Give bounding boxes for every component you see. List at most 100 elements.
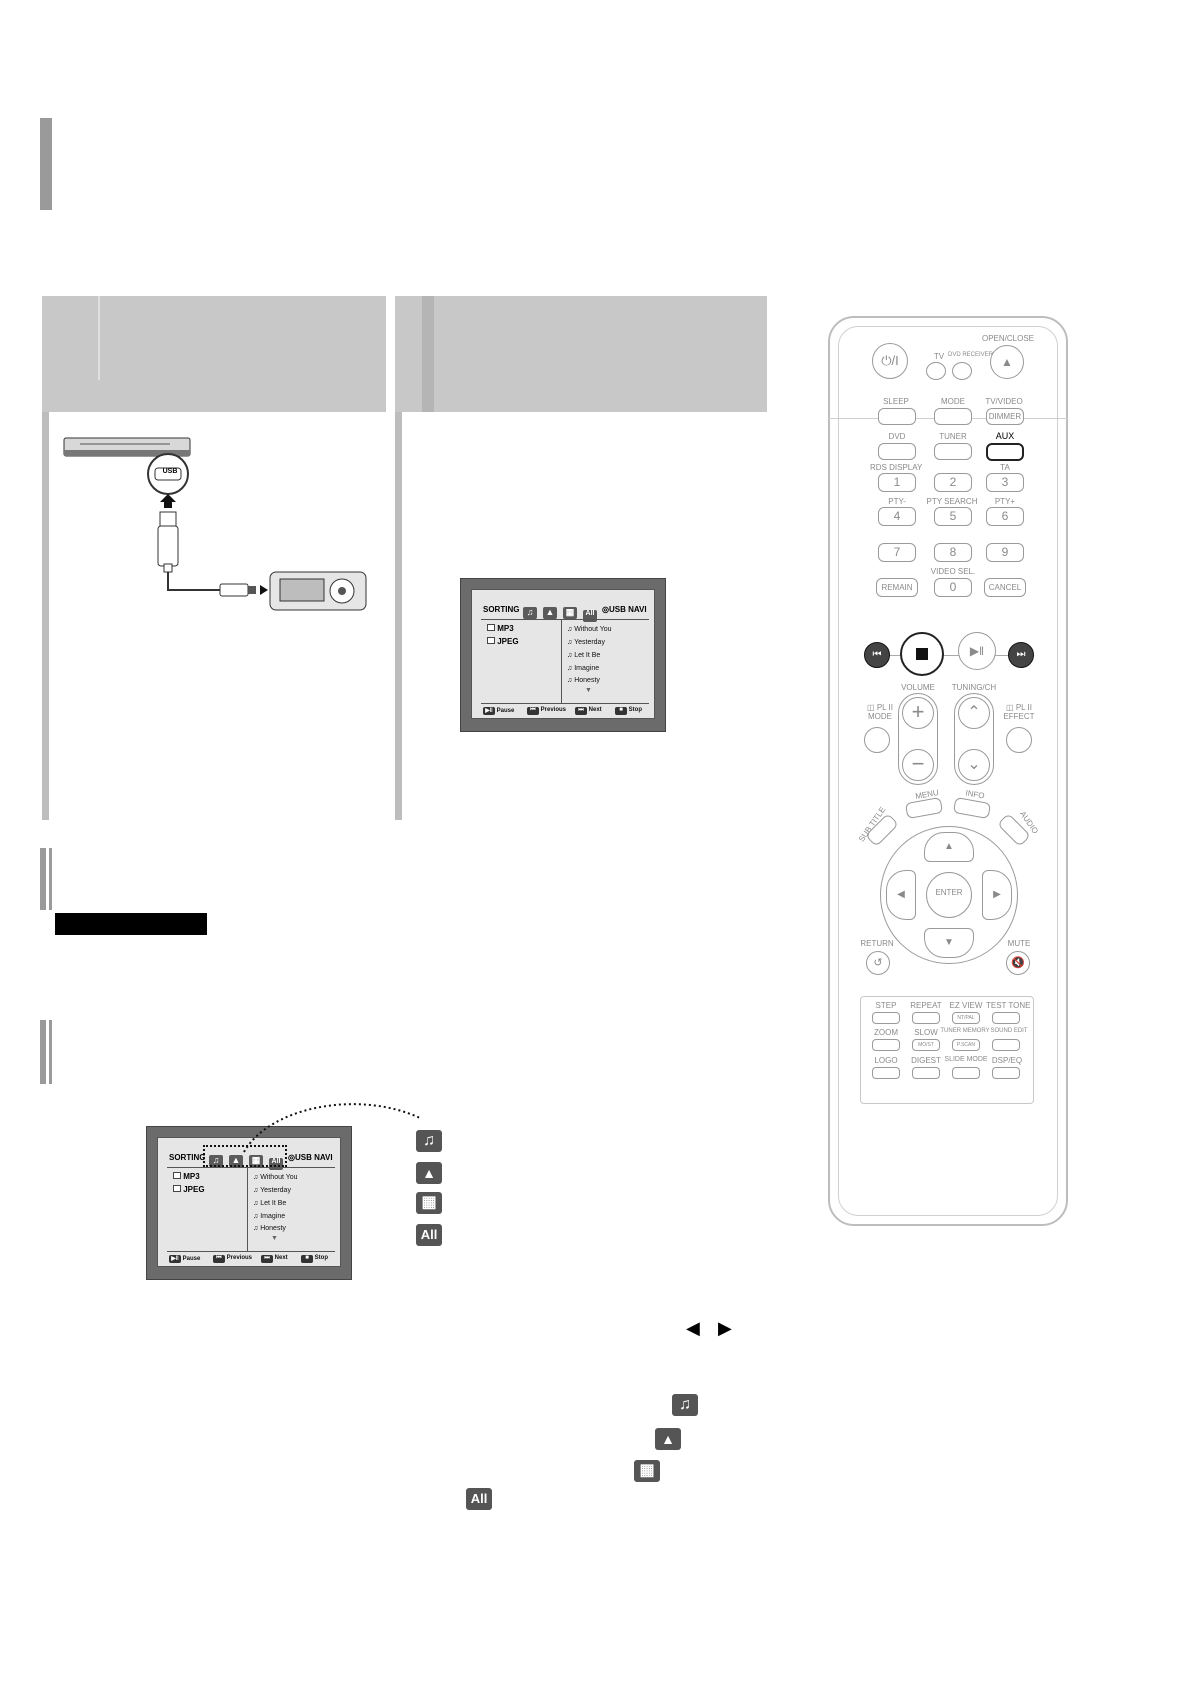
- osd-header-rule: [481, 619, 649, 620]
- track-item[interactable]: ♫ Imagine: [253, 1213, 286, 1220]
- track-item[interactable]: ♫ Yesterday: [567, 639, 605, 646]
- photo-icon: ▲: [416, 1162, 442, 1184]
- volume-up-button[interactable]: +: [902, 697, 934, 729]
- osd-column-rule: [247, 1167, 248, 1251]
- tuning-up-button[interactable]: ⌃: [958, 697, 990, 729]
- slide-mode-label: SLIDE MODE: [944, 1056, 988, 1063]
- repeat-button[interactable]: [912, 1012, 940, 1024]
- pl-ii-effect-button[interactable]: [1006, 727, 1032, 753]
- scroll-down-icon[interactable]: ▼: [585, 687, 592, 694]
- movie-sort-icon[interactable]: ▦: [249, 1150, 263, 1168]
- digit-4-button[interactable]: 4: [878, 507, 916, 526]
- step-button[interactable]: [872, 1012, 900, 1024]
- pty-search-label: PTY SEARCH: [926, 497, 978, 506]
- digit-8-button[interactable]: 8: [934, 543, 972, 562]
- dvd-receiver-select-button[interactable]: [952, 362, 972, 380]
- nav-down-button[interactable]: ▼: [924, 928, 974, 958]
- digit-7-button[interactable]: 7: [878, 543, 916, 562]
- music-sort-icon[interactable]: ♫: [523, 602, 537, 620]
- repeat-label: REPEAT: [910, 1001, 942, 1010]
- tuner-memory-label: TUNER MEMORY: [940, 1028, 990, 1034]
- volume-label: VOLUME: [901, 683, 935, 692]
- track-item[interactable]: ♫ Imagine: [567, 665, 600, 672]
- previous-track-button[interactable]: ⏮: [864, 642, 890, 668]
- track-item[interactable]: ♫ Honesty: [253, 1225, 286, 1232]
- aux-label: AUX: [995, 431, 1015, 441]
- ez-view-button[interactable]: NT/PAL: [952, 1012, 980, 1024]
- digest-button[interactable]: [912, 1067, 940, 1079]
- right-arrow-icon: ▶: [718, 1318, 732, 1338]
- slow-label: SLOW: [914, 1028, 938, 1037]
- track-item[interactable]: ♫ Without You: [253, 1174, 298, 1181]
- cancel-button[interactable]: CANCEL: [984, 578, 1026, 597]
- dimmer-button[interactable]: DIMMER: [986, 408, 1024, 425]
- step-1-header: [42, 296, 386, 412]
- track-item[interactable]: ♫ Yesterday: [253, 1187, 291, 1194]
- pty-minus-label: PTY-: [888, 497, 906, 506]
- tv-select-button[interactable]: [926, 362, 946, 380]
- test-tone-label: TEST TONE: [986, 1001, 1031, 1010]
- track-item[interactable]: ♫ Without You: [567, 626, 612, 633]
- enter-button[interactable]: ENTER: [926, 872, 972, 918]
- digit-3-button[interactable]: 3: [986, 473, 1024, 492]
- all-icon: All: [466, 1488, 492, 1510]
- movie-sort-icon[interactable]: ▦: [563, 602, 577, 620]
- track-item[interactable]: ♫ Let It Be: [253, 1200, 287, 1207]
- digit-6-button[interactable]: 6: [986, 507, 1024, 526]
- return-button[interactable]: ↺: [866, 951, 890, 975]
- slide-mode-button[interactable]: [952, 1067, 980, 1079]
- folder-item[interactable]: MP3: [487, 624, 514, 633]
- usb-icon-label: USB: [162, 468, 178, 475]
- ez-view-label: EZ VIEW: [949, 1001, 983, 1010]
- tuning-down-button[interactable]: ⌄: [958, 749, 990, 781]
- mute-button[interactable]: 🔇: [1006, 951, 1030, 975]
- track-item[interactable]: ♫ Honesty: [567, 677, 600, 684]
- digit-5-button[interactable]: 5: [934, 507, 972, 526]
- nav-up-button[interactable]: ▲: [924, 832, 974, 862]
- open-close-button[interactable]: ▲: [990, 345, 1024, 379]
- digit-2-button[interactable]: 2: [934, 473, 972, 492]
- video-sel-label: VIDEO SEL.: [930, 567, 976, 576]
- section-bar-1a: [40, 848, 46, 910]
- digit-9-button[interactable]: 9: [986, 543, 1024, 562]
- zoom-button[interactable]: [872, 1039, 900, 1051]
- mode-button[interactable]: [934, 408, 972, 425]
- sort-icons-highlight: [203, 1145, 287, 1167]
- music-sort-icon[interactable]: ♫: [209, 1150, 223, 1168]
- track-item[interactable]: ♫ Let It Be: [567, 652, 601, 659]
- nav-right-button[interactable]: ▶: [982, 870, 1012, 920]
- tuner-memory-button[interactable]: P.SCAN: [952, 1039, 980, 1051]
- scroll-down-icon[interactable]: ▼: [271, 1235, 278, 1242]
- photo-sort-icon[interactable]: ▲: [229, 1150, 243, 1168]
- sound-edit-button[interactable]: [992, 1039, 1020, 1051]
- slow-button[interactable]: MO/ST: [912, 1039, 940, 1051]
- play-pause-button[interactable]: ▶‖: [958, 632, 996, 670]
- power-button[interactable]: ⏻/I: [872, 343, 908, 379]
- section-bar-1b: [49, 848, 52, 910]
- logo-button[interactable]: [872, 1067, 900, 1079]
- nav-left-button[interactable]: ◀: [886, 870, 916, 920]
- remain-button[interactable]: REMAIN: [876, 578, 918, 597]
- usb-navi-screen-1: SORTING ♫ ▲ ▦ All ◎USB NAVI MP3 JPEG ♫ W…: [460, 578, 666, 732]
- dsp-eq-button[interactable]: [992, 1067, 1020, 1079]
- aux-button[interactable]: [986, 443, 1024, 461]
- osd-footer-rule: [167, 1251, 335, 1252]
- sleep-button[interactable]: [878, 408, 916, 425]
- stop-button[interactable]: [900, 632, 944, 676]
- photo-sort-icon[interactable]: ▲: [543, 602, 557, 620]
- digit-0-button[interactable]: 0: [934, 578, 972, 597]
- folder-item[interactable]: JPEG: [173, 1185, 205, 1194]
- step-label: STEP: [875, 1001, 897, 1010]
- ta-label: TA: [1000, 463, 1010, 472]
- movie-icon: ▦: [416, 1192, 442, 1214]
- dvd-button[interactable]: [878, 443, 916, 460]
- volume-down-button[interactable]: −: [902, 749, 934, 781]
- pl-ii-mode-button[interactable]: [864, 727, 890, 753]
- folder-item[interactable]: MP3: [173, 1172, 200, 1181]
- folder-item[interactable]: JPEG: [487, 637, 519, 646]
- tuner-button[interactable]: [934, 443, 972, 460]
- next-track-button[interactable]: ⏭: [1008, 642, 1034, 668]
- digit-1-button[interactable]: 1: [878, 473, 916, 492]
- test-tone-button[interactable]: [992, 1012, 1020, 1024]
